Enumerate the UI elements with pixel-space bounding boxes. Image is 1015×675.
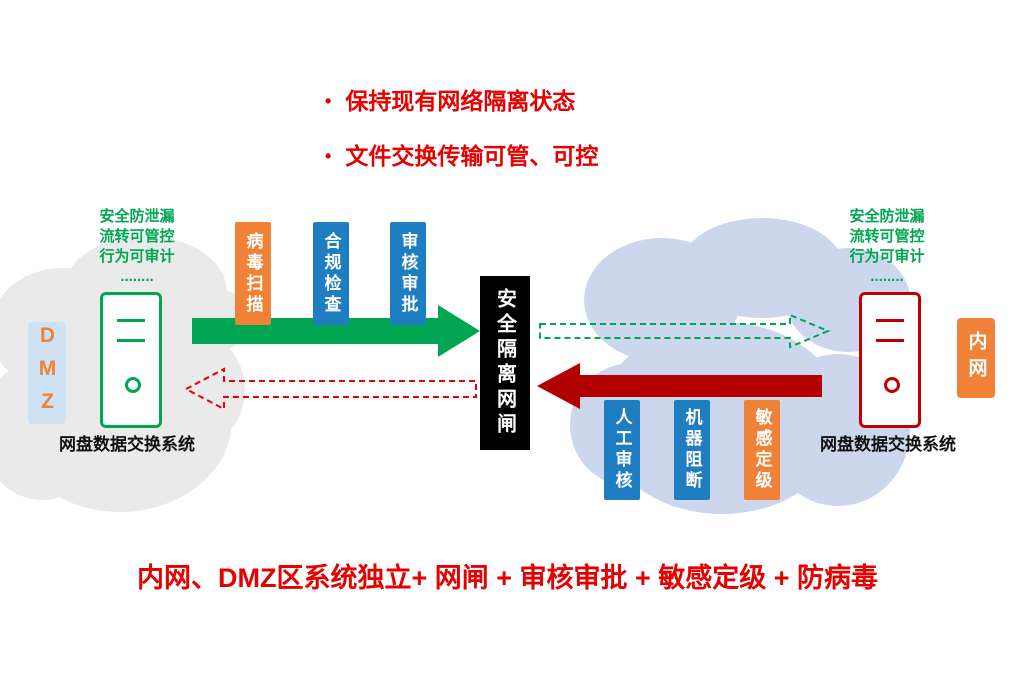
bullet-dot: • (325, 91, 332, 111)
gateway-label: 安全隔离网闸 (493, 288, 516, 438)
inbound-check-manual-review: 人工审核 (604, 400, 640, 500)
intranet-system-label: 网盘数据交换系统 (820, 435, 956, 454)
feature-line: ........ (870, 268, 904, 285)
server-slot-line (876, 319, 904, 322)
outbound-check-virus-scan: 病毒扫描 (235, 222, 271, 325)
footer-summary-text: 内网、DMZ区系统独立+ 网闸 + 审核审批 + 敏感定级 + 防病毒 (136, 563, 879, 593)
intranet-feature-list: 安全防泄漏 流转可管控 行为可审计 ........ (822, 207, 952, 287)
feature-line: 流转可管控 (99, 228, 175, 245)
return-dashed-arrow (183, 367, 477, 411)
intranet-server-icon (859, 292, 921, 428)
outbound-check-review: 审核审批 (390, 222, 426, 325)
bullet-text-1: 保持现有网络隔离状态 (345, 88, 576, 114)
bullet-dot: • (325, 146, 332, 166)
server-slot-line (117, 319, 145, 322)
bullet-item-1: • 保持现有网络隔离状态 (325, 82, 575, 116)
dmz-server-icon (100, 292, 162, 428)
inbound-dashed-arrow (539, 313, 831, 349)
outbound-check-compliance: 合规检查 (313, 222, 349, 325)
check-bar-label: 病毒扫描 (243, 231, 263, 316)
intranet-zone-label: 内网 (965, 331, 987, 385)
dmz-zone-label: DMZ (36, 323, 59, 423)
inbound-check-sensitivity-grade: 敏感定级 (744, 400, 780, 500)
security-isolation-gateway: 安全隔离网闸 (480, 276, 530, 450)
bullet-item-2: • 文件交换传输可管、可控 (325, 137, 598, 171)
server-slot-line (117, 339, 145, 342)
dmz-feature-list: 安全防泄漏 流转可管控 行为可审计 ........ (72, 207, 202, 287)
feature-line: ........ (120, 268, 154, 285)
check-bar-label: 机器阻断 (682, 408, 702, 492)
check-bar-label: 敏感定级 (752, 408, 772, 492)
server-slot-line (876, 339, 904, 342)
check-bar-label: 审核审批 (398, 231, 418, 316)
feature-line: 安全防泄漏 (99, 208, 175, 225)
dmz-system-label: 网盘数据交换系统 (59, 435, 195, 454)
feature-line: 行为可审计 (849, 248, 925, 265)
dmz-zone-badge: DMZ (28, 322, 66, 424)
feature-line: 行为可审计 (99, 248, 175, 265)
bullet-text-2: 文件交换传输可管、可控 (345, 143, 599, 169)
feature-line: 流转可管控 (849, 228, 925, 245)
intranet-zone-badge: 内网 (957, 318, 995, 398)
feature-line: 安全防泄漏 (849, 208, 925, 225)
inbound-check-machine-block: 机器阻断 (674, 400, 710, 500)
server-power-dot (125, 377, 141, 393)
server-power-dot (884, 377, 900, 393)
inbound-solid-arrow (537, 363, 822, 409)
check-bar-label: 合规检查 (321, 231, 341, 316)
check-bar-label: 人工审核 (612, 408, 632, 492)
